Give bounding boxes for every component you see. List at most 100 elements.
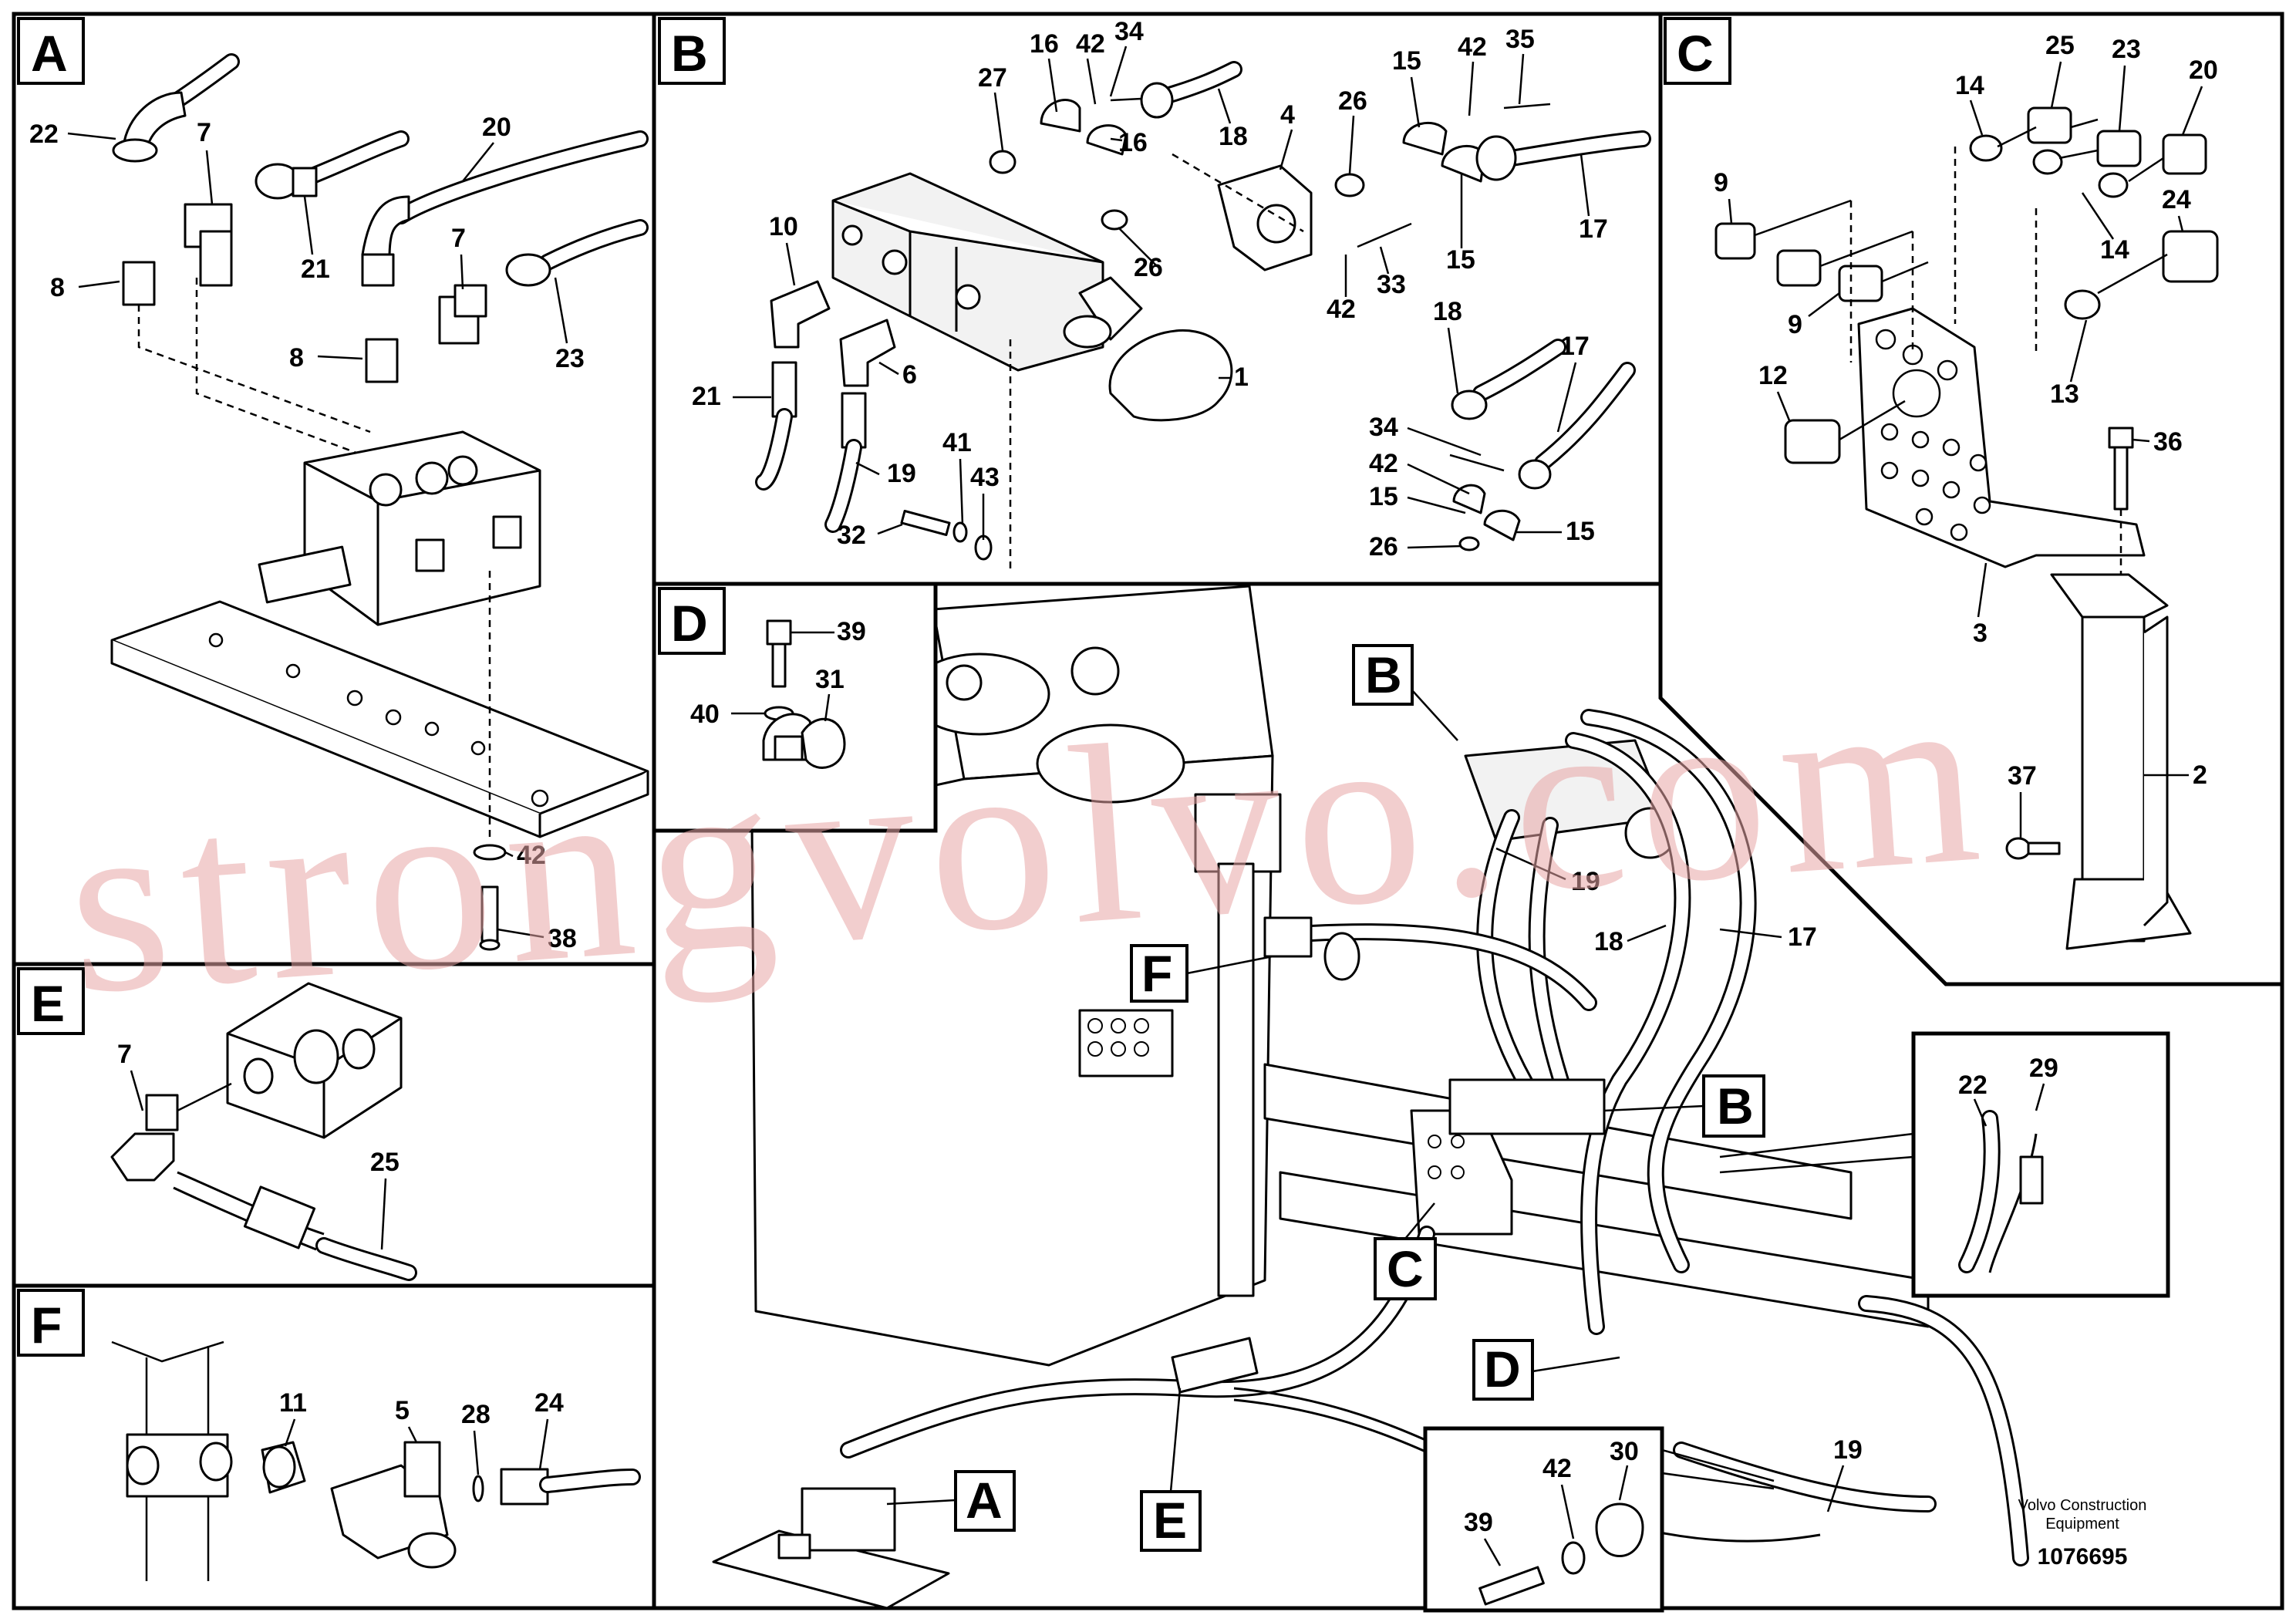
overview-label-17: 17 [1788,922,1817,952]
panel-a-label-7b: 7 [451,224,466,253]
overview-label-19: 19 [1571,867,1600,896]
panel-b-label-6: 6 [902,360,917,389]
panel-b-label-21: 21 [692,382,721,411]
panel-b-label-43: 43 [970,463,1000,492]
panel-c-label-14: 14 [1955,71,1984,100]
panel-a-label-38: 38 [548,924,577,953]
overview-drawing [712,585,2029,1610]
panel-c-label-2: 2 [2193,760,2207,790]
panel-b-label-1: 1 [1234,363,1249,392]
panel-c-label-3: 3 [1973,619,1988,648]
panel-b-label-42c: 42 [1327,295,1356,324]
panel-b-letter: B [671,25,708,82]
callout-c: C [1387,1240,1424,1297]
callout-f: F [1141,945,1172,1002]
detail-label-42: 42 [1542,1454,1572,1483]
panel-b-label-15: 15 [1392,46,1421,76]
detail-label-30: 30 [1610,1437,1639,1466]
panel-b-label-4: 4 [1280,100,1295,130]
panel-b-label-42d: 42 [1369,449,1398,478]
panel-b-label-42: 42 [1076,29,1105,59]
panel-c-letter: C [1677,25,1714,82]
panel-b-label-34: 34 [1114,17,1144,46]
panel-a-label-23: 23 [555,344,585,373]
panel-b-label-19: 19 [887,459,916,488]
panel-a-label-8: 8 [50,273,65,302]
callout-b-top: B [1365,646,1402,703]
panel-f-letter: F [31,1297,62,1354]
panel-b-label-17: 17 [1579,214,1608,244]
panel-b-label-42b: 42 [1458,32,1487,62]
overview-labels: 19 18 17 19 [1495,847,1863,1512]
detail-30-39-42: 39 42 30 [1423,1426,1775,1613]
callout-d: D [1484,1340,1521,1398]
panel-b-label-15c: 15 [1369,482,1398,511]
overview-label-19b: 19 [1833,1435,1863,1465]
panel-a-label-42: 42 [517,841,546,870]
panel-b-label-26: 26 [1338,86,1367,116]
panel-c-label-13: 13 [2050,379,2079,409]
panel-e-letter: E [31,975,65,1032]
panel-c-label-12: 12 [1758,361,1788,390]
panel-b-label-10: 10 [769,212,798,241]
panel-c-label-9b: 9 [1788,310,1802,339]
panel-e: E 7 25 [12,962,656,1288]
callout-a: A [966,1472,1003,1529]
detail-22-29: 22 29 [1719,1031,2170,1298]
panel-b-label-26c: 26 [1369,532,1398,561]
panel-d-label-40: 40 [690,700,720,729]
panel-d-label-31: 31 [815,665,845,694]
panel-a-label-7: 7 [197,118,211,147]
overview-label-18: 18 [1594,927,1623,956]
caption-company: Volvo Construction [2018,1497,2147,1514]
panel-b-label-16b: 16 [1118,128,1148,157]
panel-b-label-15b: 15 [1446,245,1475,275]
panel-f-label-28: 28 [461,1400,491,1429]
panel-b-label-18: 18 [1219,122,1248,151]
panel-d: D 39 31 40 [652,582,938,833]
panel-c-label-36: 36 [2153,427,2183,457]
panel-b-label-16: 16 [1030,29,1059,59]
panel-b-label-17b: 17 [1560,332,1590,361]
caption: Volvo Construction Equipment 1076695 [2018,1497,2147,1570]
callout-b-right: B [1717,1077,1754,1135]
panel-b-label-27: 27 [978,63,1007,93]
overview-callouts: B F B C D A E [886,644,1765,1552]
panel-f-label-5: 5 [395,1396,410,1425]
panel-e-label-25: 25 [370,1148,400,1177]
panel-b-label-33: 33 [1377,270,1406,299]
panel-c: C [1658,12,2284,986]
detail-label-39: 39 [1464,1508,1493,1537]
panel-c-label-9: 9 [1714,168,1728,197]
panel-b-label-32: 32 [837,521,866,550]
panel-b-label-34b: 34 [1369,413,1398,442]
caption-company-line2: Equipment [2045,1516,2119,1533]
panel-a-label-21: 21 [301,255,330,284]
panel-c-label-20: 20 [2189,56,2218,85]
panel-a-label-22: 22 [29,120,59,149]
panel-b-label-41: 41 [942,428,972,457]
panel-c-label-24: 24 [2162,185,2191,214]
panel-b-label-35: 35 [1505,25,1535,54]
panel-f-label-24: 24 [534,1388,564,1418]
callout-e: E [1153,1492,1187,1549]
panel-c-label-23: 23 [2112,35,2141,64]
detail-label-29: 29 [2029,1054,2058,1083]
panel-b-label-18b: 18 [1433,297,1462,326]
panel-c-label-14b: 14 [2100,235,2129,265]
panel-b-label-15d: 15 [1566,517,1595,546]
tank-body [750,754,1274,1367]
panel-b: B [652,12,1663,586]
panel-c-label-37: 37 [2008,761,2037,791]
panel-a-label-20: 20 [482,113,511,142]
panel-d-letter: D [671,595,708,652]
detail-label-22: 22 [1958,1071,1988,1100]
panel-d-label-39: 39 [837,617,866,646]
panel-e-label-7: 7 [117,1040,132,1069]
panel-a: A [12,12,656,966]
panel-f: F 11 5 28 24 [12,1283,656,1610]
panel-c-label-25: 25 [2045,31,2075,60]
panel-f-label-11: 11 [279,1388,307,1418]
caption-number: 1076695 [2038,1544,2128,1570]
